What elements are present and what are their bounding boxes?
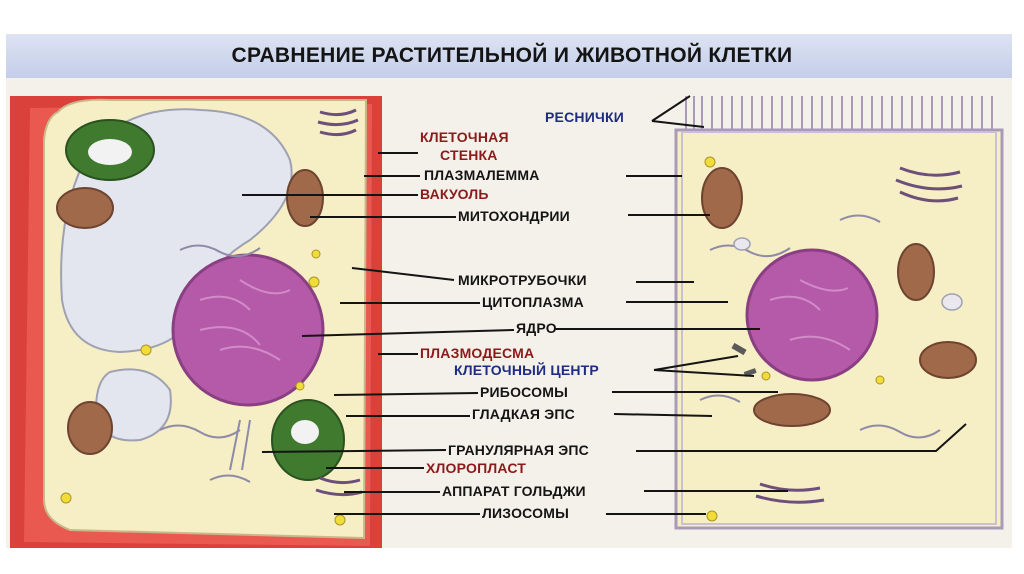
label-nucleus: ЯДРО [516, 320, 557, 336]
plant-er [159, 244, 261, 483]
label-microtubules: МИКРОТРУБОЧКИ [458, 272, 587, 288]
label-ribosomes: РИБОСОМЫ [480, 384, 568, 400]
plant-vacuole-small [94, 368, 172, 442]
label-cytoplasm: ЦИТОПЛАЗМА [482, 294, 584, 310]
leader-cell-center [653, 355, 755, 377]
plant-mitochondrion-1 [56, 187, 114, 229]
leader-microtubules [351, 267, 694, 283]
plant-cell [10, 96, 382, 548]
leader-cilia [651, 95, 705, 128]
animal-vesicles [733, 237, 963, 311]
animal-cell [674, 96, 1004, 530]
label-vacuole: ВАКУОЛЬ [420, 186, 489, 202]
plant-mitochondrion-2 [286, 169, 324, 227]
leader-cytoplasm [340, 301, 728, 304]
leader-granular-er [261, 423, 967, 453]
label-cell-wall-line2: СТЕНКА [440, 147, 498, 163]
animal-mitochondrion-1 [701, 167, 743, 229]
label-cilia: РЕСНИЧКИ [545, 109, 625, 125]
leader-lines [242, 95, 967, 515]
animal-nucleus [745, 248, 879, 382]
animal-mitochondrion-3 [919, 341, 977, 379]
label-lysosomes: ЛИЗОСОМЫ [482, 505, 569, 521]
label-mitochondria: МИТОХОНДРИИ [458, 208, 570, 224]
animal-mitochondrion-4 [753, 393, 831, 427]
leader-ribosomes [333, 391, 778, 396]
animal-er [699, 214, 941, 439]
label-plasmalemma: ПЛАЗМАЛЕММА [424, 167, 540, 183]
leader-golgi [344, 490, 788, 493]
label-cell-wall-line1: КЛЕТОЧНАЯ [420, 129, 509, 145]
plant-granules [60, 249, 346, 526]
title-bar [6, 34, 1012, 78]
leader-nucleus [301, 328, 760, 337]
label-cell-center: КЛЕТОЧНЫЙ ЦЕНТР [454, 362, 599, 378]
label-plasmodesma: ПЛАЗМОДЕСМА [420, 345, 535, 361]
label-smooth-er: ГЛАДКАЯ ЭПС [472, 406, 575, 422]
animal-cilia [685, 96, 993, 130]
animal-granules [704, 156, 885, 522]
label-golgi: АППАРАТ ГОЛЬДЖИ [442, 483, 586, 499]
leader-smooth-er [346, 413, 713, 417]
animal-golgi [755, 166, 963, 504]
animal-mitochondrion-2 [897, 243, 935, 301]
page-title: СРАВНЕНИЕ РАСТИТЕЛЬНОЙ И ЖИВОТНОЙ КЛЕТКИ [231, 44, 793, 67]
plant-mitochondrion-3 [67, 401, 113, 455]
label-granular-er: ГРАНУЛЯРНАЯ ЭПС [448, 442, 589, 458]
label-chloroplast: ХЛОРОПЛАСТ [426, 460, 527, 476]
plant-golgi [315, 108, 363, 497]
